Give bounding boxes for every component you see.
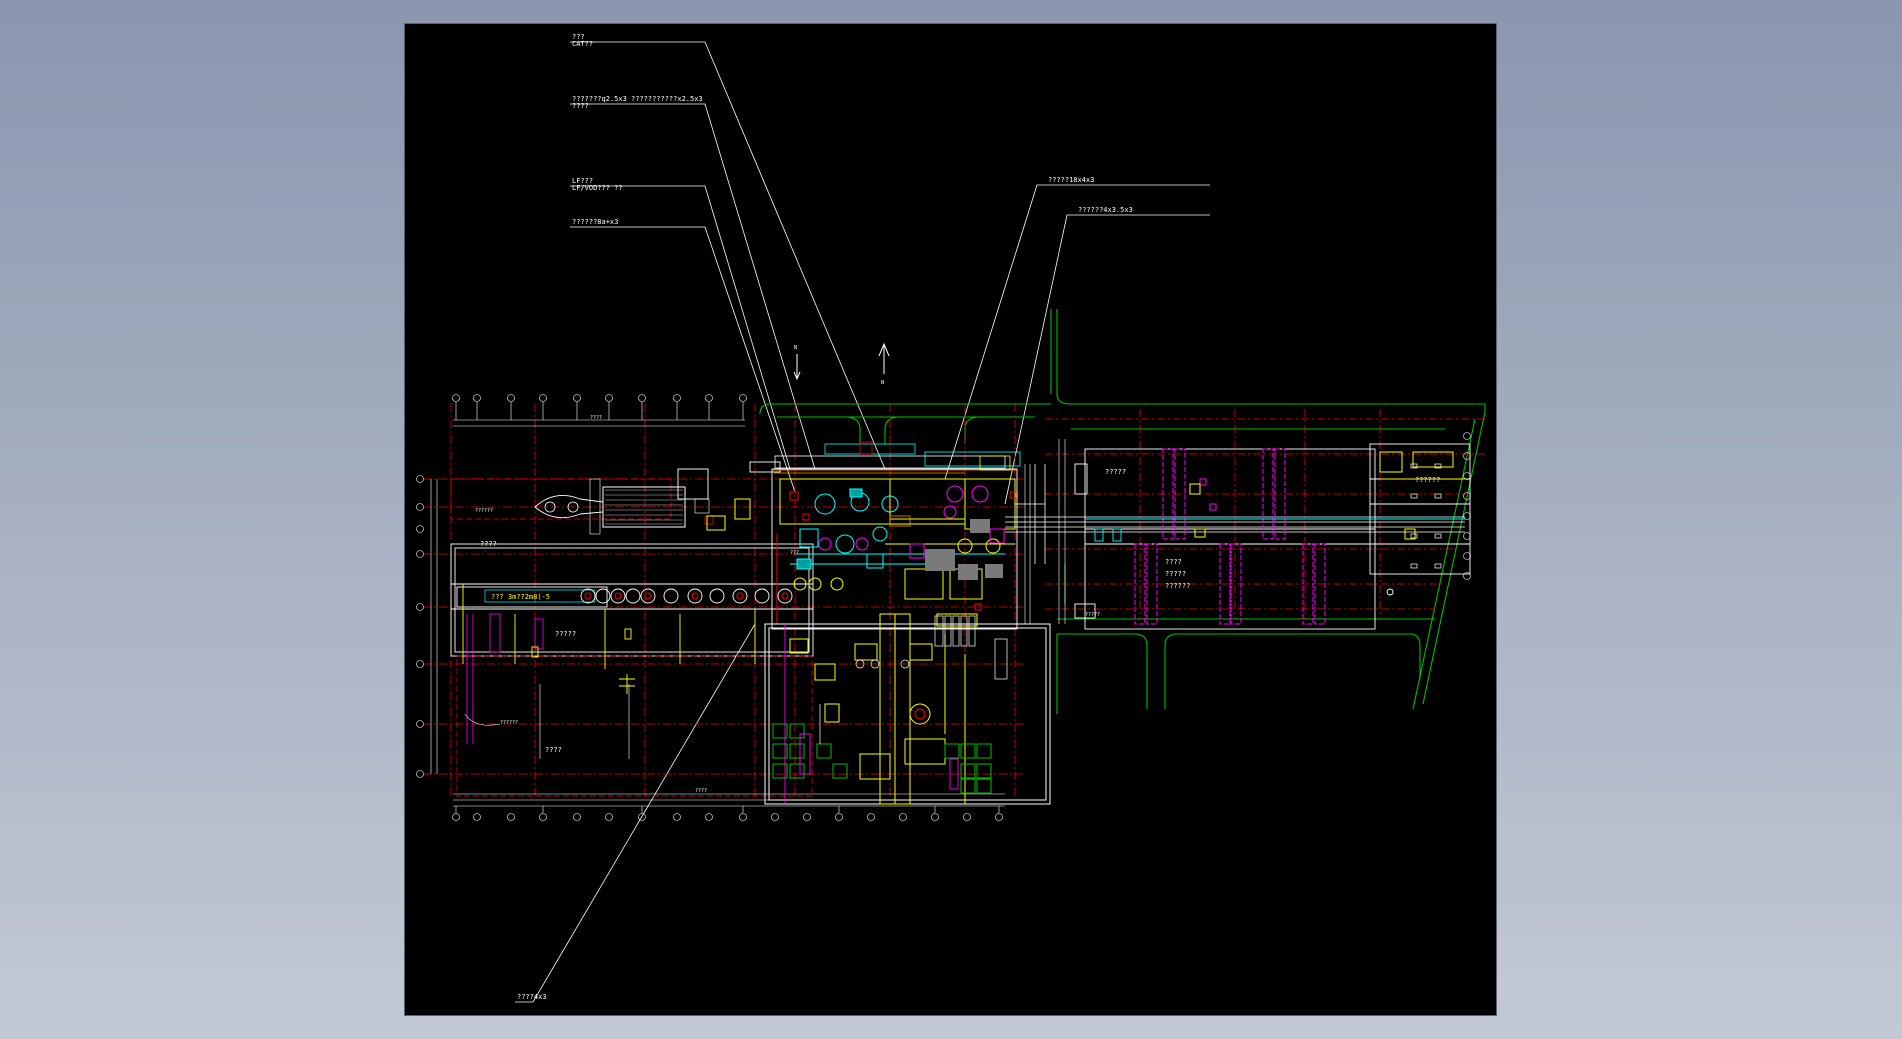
site-roads — [759, 309, 1486, 714]
leader-4 — [570, 226, 796, 493]
leader-1 — [570, 41, 886, 470]
lower-central-green — [772, 723, 992, 794]
left-bay — [450, 478, 813, 797]
left-note: ?????? — [475, 508, 493, 514]
hall-label-2: ???? — [545, 746, 562, 754]
right-axis-bubbles — [1463, 432, 1471, 580]
leader-5 — [944, 184, 1210, 480]
callout-1-line2: CAT?? — [572, 40, 593, 48]
right-building-yellow — [1189, 451, 1465, 540]
callout-3-line1: LF??? — [572, 177, 593, 185]
callout-5-line1: ?????18x4x3 — [1048, 176, 1094, 184]
left-note-2: ?????? — [500, 720, 518, 726]
bottom-dimension-label: ???? — [695, 788, 707, 794]
callout-texts: ??? CAT?? ???????q2.5x3 ???????????x2.5x… — [517, 33, 1133, 1001]
yard-label: ????? — [1085, 612, 1100, 618]
right-label-4: ????? — [1165, 570, 1186, 578]
cad-drawing: ??? CAT?? ???????q2.5x3 ???????????x2.5x… — [416, 33, 1486, 1003]
right-label-5: ?????? — [1165, 582, 1190, 590]
process-equipment-magenta — [818, 485, 1005, 559]
left-bay-label: ???? — [480, 540, 497, 548]
callout-1-line1: ??? — [572, 33, 585, 41]
axis-grid — [423, 404, 1485, 799]
right-dimension-chain — [1024, 439, 1066, 624]
right-columns — [1410, 463, 1442, 569]
left-dimension-chain — [416, 475, 438, 778]
hall-label-1: ????? — [555, 630, 576, 638]
callout-leaders — [515, 41, 1210, 1003]
lower-central-yellow — [789, 613, 978, 805]
north-label-2: N — [794, 345, 797, 351]
hall-columns — [466, 613, 544, 744]
process-equipment-cyan — [790, 488, 1005, 570]
hall-yellow-members — [462, 584, 756, 694]
right-label-2: ?????? — [1415, 476, 1440, 484]
lower-central-white — [819, 615, 1008, 744]
right-building-cyan — [1085, 518, 1465, 542]
callout-7-line1: ????4x3 — [517, 993, 547, 1001]
process-equipment-orange — [772, 469, 1017, 527]
callout-2-line2: ???? — [572, 102, 589, 110]
leader-7 — [515, 623, 756, 1003]
right-label-1: ????? — [1105, 468, 1126, 476]
callout-6-line1: ??????4x3.5x3 — [1078, 206, 1133, 214]
top-dimension-chain — [452, 394, 747, 427]
equipment-row-accents — [584, 592, 789, 600]
bottom-dimension-chain — [452, 793, 1005, 821]
callout-4-line1: ??????8a+x3 — [572, 218, 618, 226]
leader-2 — [570, 103, 816, 470]
callout-2-line1: ???????q2.5x3 ???????????x2.5x3 — [572, 95, 703, 103]
conveyor-label: ??? 3m??2m8(-5 — [491, 593, 550, 601]
small-note: ??? — [790, 550, 799, 556]
hall-support-lines — [464, 684, 630, 759]
callout-3-line2: LF/VOD??? ?? — [572, 184, 623, 192]
lower-central-magenta — [784, 624, 959, 804]
right-label-3: ???? — [1165, 558, 1182, 566]
leader-6 — [1004, 214, 1210, 505]
north-arrow — [793, 342, 890, 381]
central-process-area — [677, 461, 1018, 630]
pipe-rack — [1005, 464, 1465, 564]
top-dimension-label: ???? — [590, 415, 602, 421]
process-equipment-gray — [925, 519, 1003, 580]
process-red-details — [776, 491, 1017, 624]
top-band — [774, 441, 1021, 471]
leader-3 — [570, 185, 791, 470]
drawing-sheet[interactable]: ??? CAT?? ???????q2.5x3 ???????????x2.5x… — [405, 24, 1496, 1015]
right-building-magenta — [1134, 448, 1326, 625]
equipment-row — [580, 588, 793, 604]
north-label: N — [881, 380, 884, 386]
right-building — [1074, 443, 1471, 630]
furnace-block — [534, 478, 714, 535]
